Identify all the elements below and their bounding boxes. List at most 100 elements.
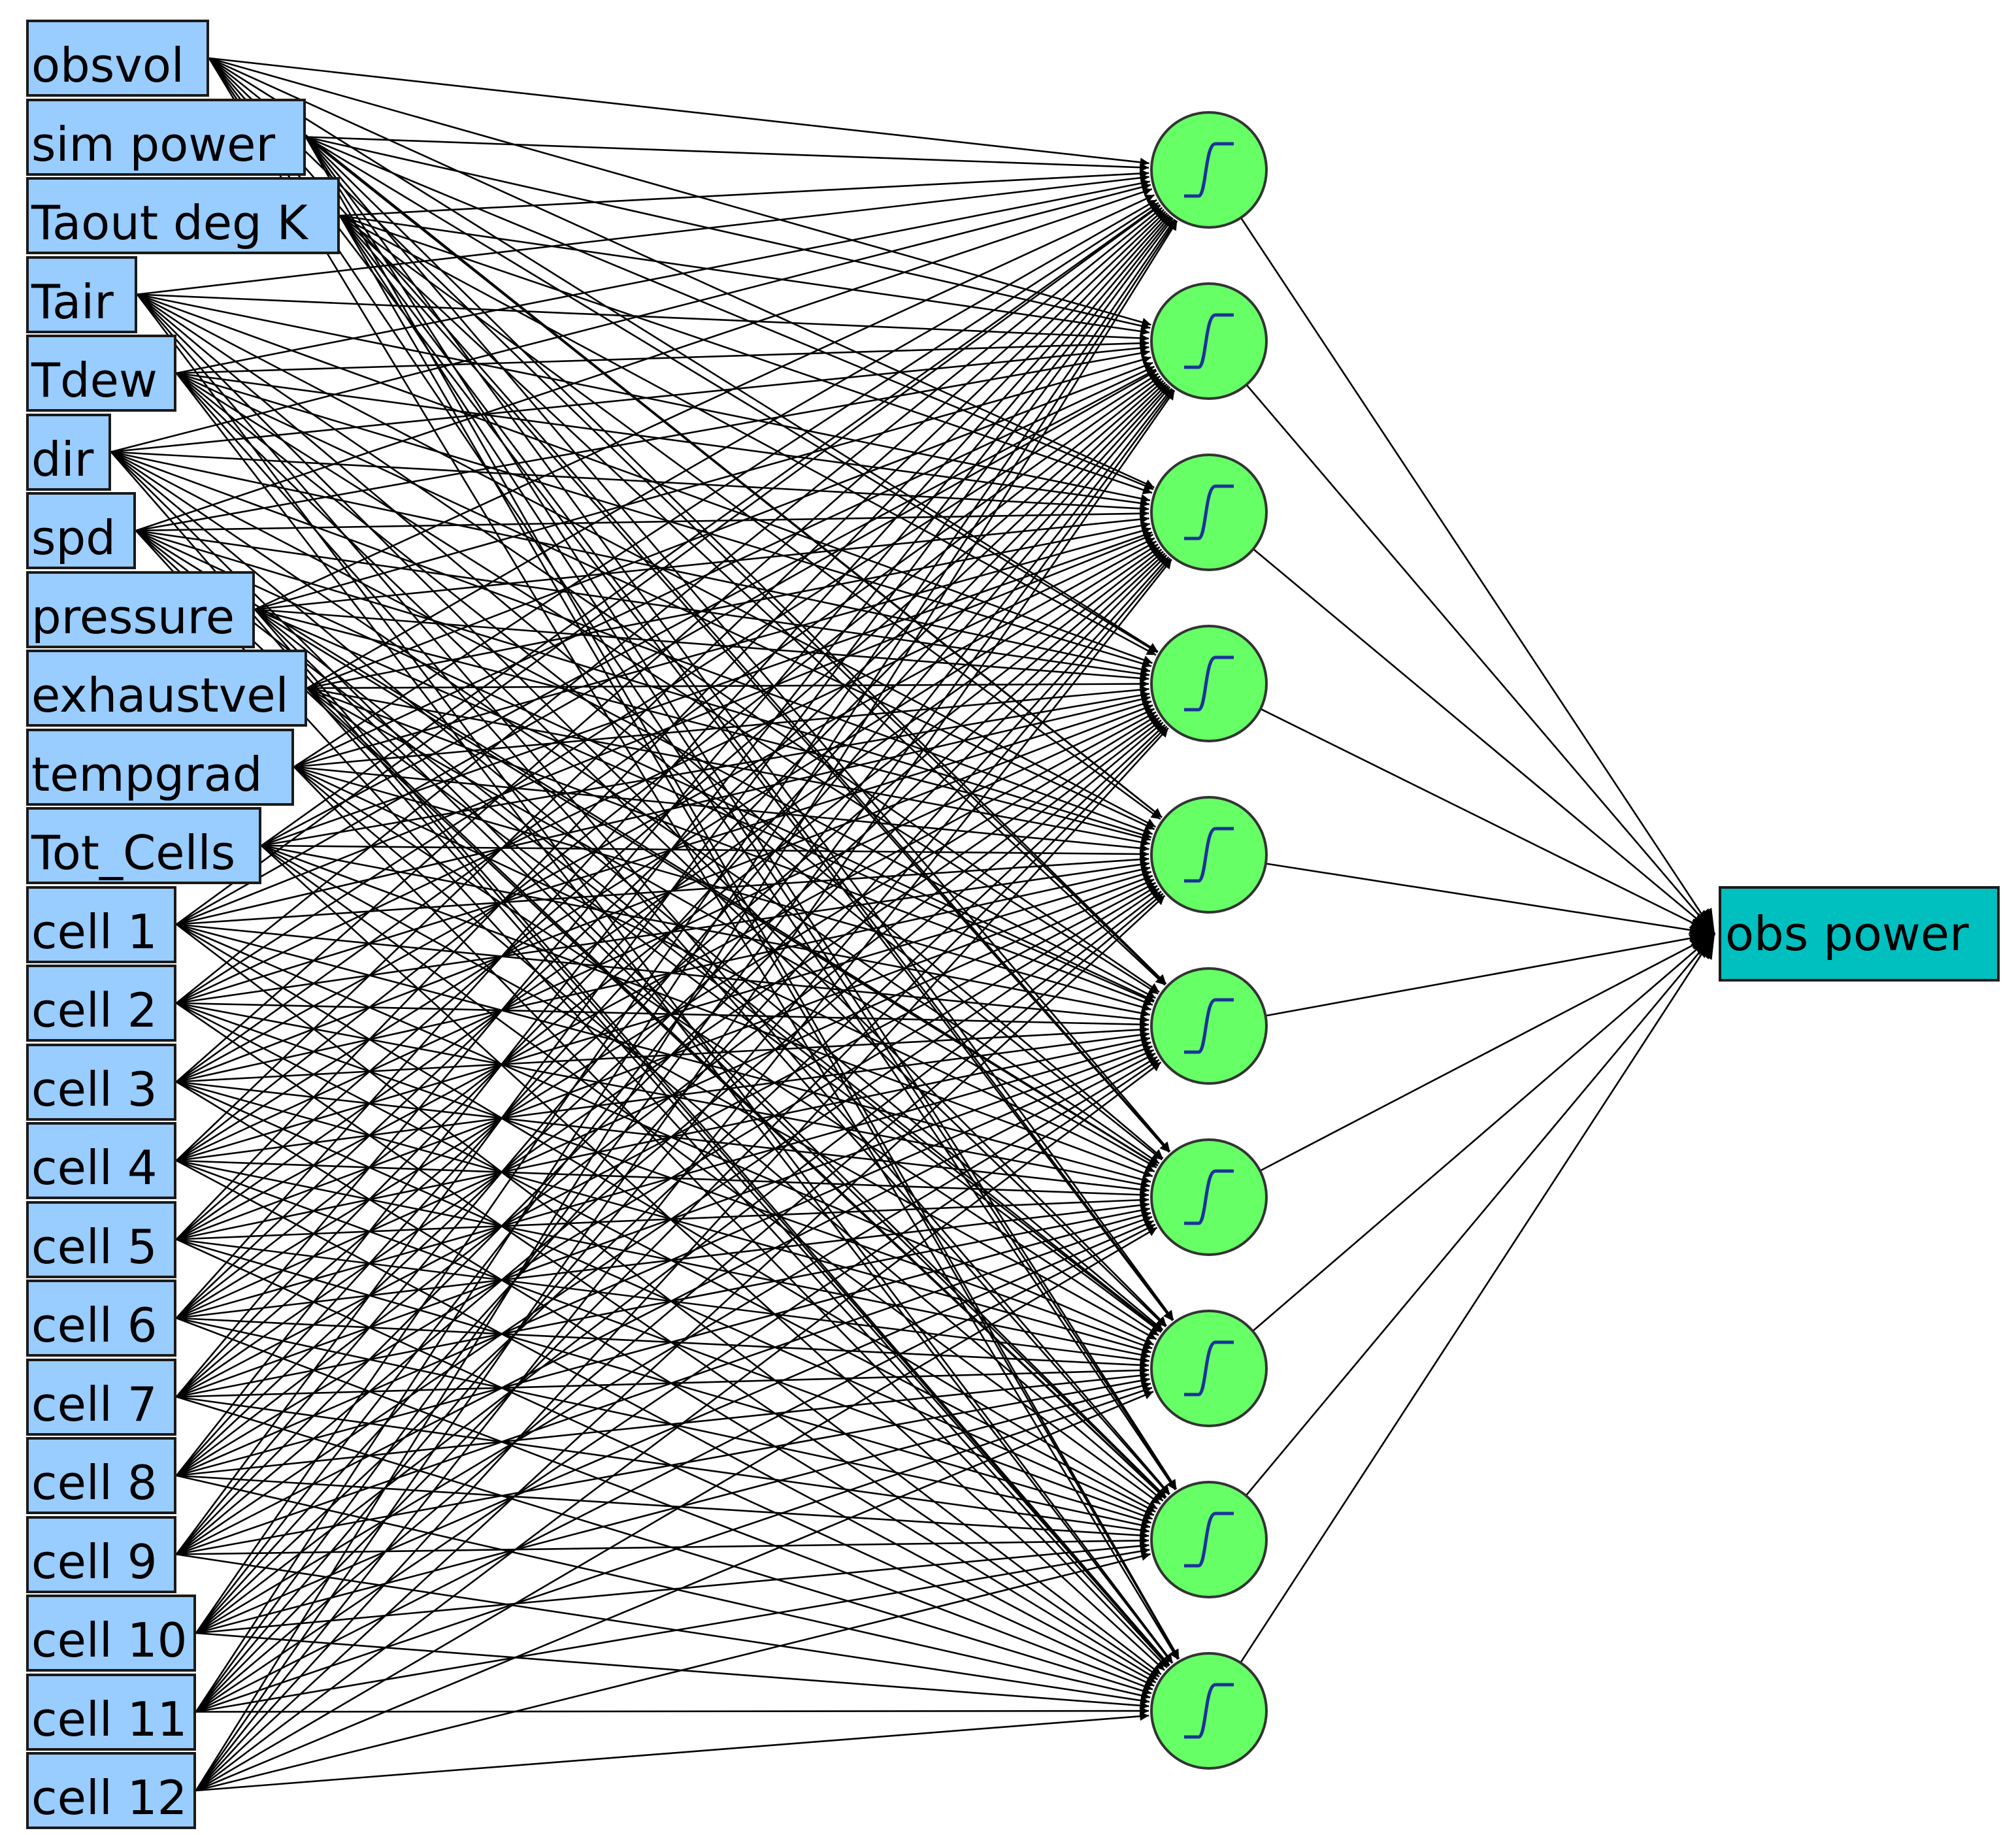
hidden-to-output-edge <box>1265 926 1715 1017</box>
input-to-hidden-edge <box>261 369 1157 847</box>
input-to-hidden-edge <box>261 845 1165 1671</box>
input-to-hidden-edge <box>110 451 1151 674</box>
hidden-to-output-edge <box>1240 217 1716 934</box>
input-node[interactable]: obsvol <box>26 20 209 97</box>
sigmoid-icon <box>1184 1683 1234 1739</box>
input-to-hidden-edge <box>176 704 1153 1083</box>
hidden-node[interactable] <box>1150 1481 1268 1598</box>
hidden-node[interactable] <box>1150 454 1268 571</box>
input-node[interactable]: cell 6 <box>26 1280 176 1357</box>
input-node-label: cell 3 <box>31 1061 157 1117</box>
input-node[interactable]: tempgrad <box>26 728 294 806</box>
input-node[interactable]: exhaustvel <box>26 650 307 727</box>
sigmoid-icon <box>1184 1512 1234 1568</box>
input-to-hidden-edge <box>176 370 1157 925</box>
input-to-hidden-edge <box>176 540 1157 1083</box>
hidden-node[interactable] <box>1150 967 1268 1085</box>
input-to-hidden-edge <box>176 385 1170 1476</box>
input-to-hidden-edge <box>254 608 1151 842</box>
input-node[interactable]: cell 5 <box>26 1200 176 1278</box>
input-to-hidden-edge <box>176 215 1171 1398</box>
input-to-hidden-edge <box>195 1061 1162 1792</box>
hidden-node[interactable] <box>1150 282 1268 400</box>
input-to-hidden-edge <box>254 608 1149 683</box>
input-node[interactable]: Taout deg K <box>26 177 340 254</box>
input-node[interactable]: cell 2 <box>26 965 176 1042</box>
sigmoid-icon <box>1184 1340 1234 1397</box>
input-to-hidden-edge <box>176 882 1157 1398</box>
input-to-hidden-edge <box>195 389 1176 1791</box>
input-to-hidden-edge <box>305 136 1154 490</box>
input-node-label: pressure <box>31 589 235 644</box>
input-to-hidden-edge <box>176 719 1162 1477</box>
input-to-hidden-edge <box>195 1056 1158 1634</box>
output-node[interactable]: obs power <box>1719 886 2000 982</box>
input-to-hidden-edge <box>176 923 1154 1346</box>
input-node[interactable]: cell 4 <box>26 1122 176 1199</box>
input-node[interactable]: cell 1 <box>26 885 176 963</box>
hidden-to-output-edge <box>1252 933 1715 1332</box>
input-to-hidden-edge <box>195 220 1177 1713</box>
input-to-hidden-edge <box>176 1200 1149 1319</box>
input-node[interactable]: cell 8 <box>26 1437 176 1514</box>
input-node[interactable]: pressure <box>26 570 255 648</box>
input-to-hidden-edge <box>195 893 1164 1713</box>
input-to-hidden-edge <box>110 451 1153 836</box>
input-node[interactable]: Tdew <box>26 335 176 412</box>
input-to-hidden-edge <box>110 451 1157 999</box>
input-node-label: spd <box>31 510 116 565</box>
input-node[interactable]: cell 9 <box>26 1515 176 1593</box>
hidden-node[interactable] <box>1150 111 1268 229</box>
input-to-hidden-edge <box>195 727 1169 1791</box>
input-to-hidden-edge <box>208 57 1149 167</box>
input-to-hidden-edge <box>293 526 1151 768</box>
input-to-hidden-edge <box>135 348 1150 532</box>
input-to-hidden-edge <box>176 1030 1149 1162</box>
input-to-hidden-edge <box>306 199 1157 689</box>
input-to-hidden-edge <box>176 537 1155 1004</box>
input-to-hidden-edge <box>339 215 1166 986</box>
input-node[interactable]: spd <box>26 492 136 569</box>
input-to-hidden-edge <box>306 687 1166 1499</box>
input-node[interactable]: cell 11 <box>26 1673 196 1751</box>
hidden-node[interactable] <box>1150 796 1268 914</box>
hidden-to-output-edge <box>1260 708 1715 935</box>
input-to-hidden-edge <box>306 687 1157 1168</box>
input-node[interactable]: cell 10 <box>26 1595 196 1672</box>
input-node[interactable]: dir <box>26 413 111 491</box>
input-node[interactable]: Tair <box>26 256 137 333</box>
input-to-hidden-edge <box>176 1376 1150 1555</box>
input-to-hidden-edge <box>176 699 1152 1004</box>
input-to-hidden-edge <box>176 372 1163 1161</box>
input-node[interactable]: Tot_Cells <box>26 807 261 884</box>
input-node[interactable]: cell 12 <box>26 1752 196 1829</box>
input-to-hidden-edge <box>208 57 1151 327</box>
input-node[interactable]: sim power <box>26 98 306 176</box>
input-node-label: cell 7 <box>31 1376 157 1432</box>
input-to-hidden-edge <box>261 844 1161 1505</box>
input-to-hidden-edge <box>176 923 1158 1510</box>
input-node-label: cell 6 <box>31 1298 157 1353</box>
hidden-node[interactable] <box>1150 1652 1268 1770</box>
input-to-hidden-edge <box>176 1159 1157 1683</box>
hidden-node[interactable] <box>1150 625 1268 742</box>
input-to-hidden-edge <box>176 1206 1150 1398</box>
input-to-hidden-edge <box>176 1035 1151 1240</box>
input-node[interactable]: cell 7 <box>26 1358 176 1436</box>
input-to-hidden-edge <box>176 552 1166 1476</box>
input-to-hidden-edge <box>110 451 1164 1331</box>
input-to-hidden-edge <box>176 878 1155 1319</box>
hidden-node[interactable] <box>1150 1310 1268 1427</box>
input-node[interactable]: cell 3 <box>26 1043 176 1121</box>
input-to-hidden-edge <box>176 1025 1149 1083</box>
input-to-hidden-edge <box>261 844 1157 1340</box>
hidden-node[interactable] <box>1150 1138 1268 1256</box>
input-to-hidden-edge <box>176 1474 1149 1540</box>
input-to-hidden-edge <box>293 766 1149 853</box>
input-node-label: cell 12 <box>31 1770 188 1825</box>
input-to-hidden-edge <box>339 215 1180 1660</box>
input-to-hidden-edge <box>176 860 1150 1004</box>
input-to-hidden-edge <box>261 844 1150 1018</box>
input-to-hidden-edge <box>208 58 1176 1491</box>
